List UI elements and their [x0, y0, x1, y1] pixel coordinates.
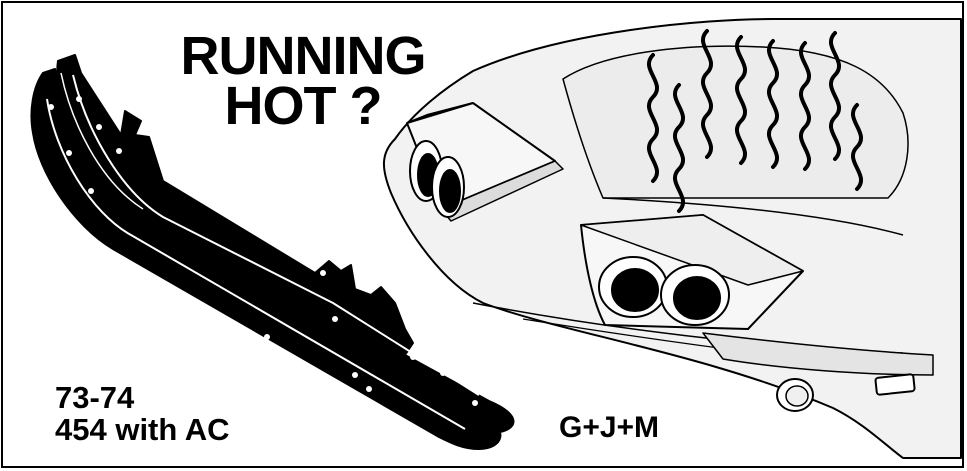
illustration-canvas [30, 18, 962, 459]
headline-line-2: HOT ? [224, 76, 383, 136]
headline: RUNNING HOT ? [153, 26, 453, 136]
part-code-caption: G+J+M [559, 411, 660, 444]
engine-caption: 454 with AC [55, 412, 230, 447]
car-hood-with-vents-icon [383, 18, 962, 459]
years-caption: 73-74 [55, 380, 135, 415]
heat-waves-icon [646, 29, 864, 213]
black-rubber-seal-strips-icon [30, 54, 515, 450]
headline-line-1: RUNNING [180, 26, 427, 86]
